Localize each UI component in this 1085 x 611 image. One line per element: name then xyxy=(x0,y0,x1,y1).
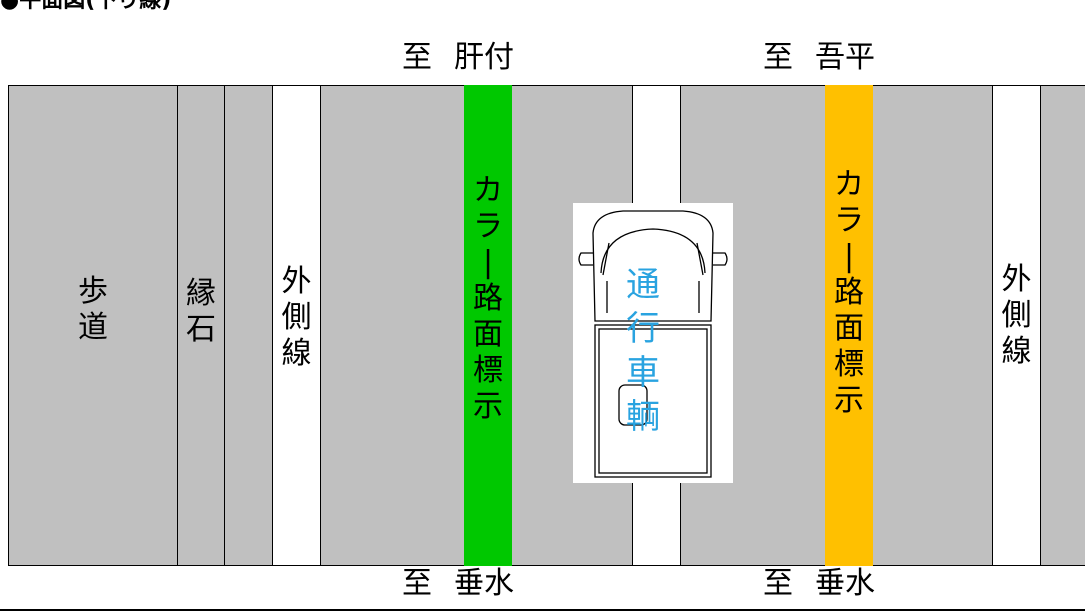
direction-place: 垂水 xyxy=(454,566,514,601)
vehicle-outline-icon xyxy=(578,210,728,478)
direction-prefix: 至 xyxy=(402,40,432,75)
left-edge-line-label: 外側線 xyxy=(281,264,312,371)
curb-gutter-strip xyxy=(224,85,273,566)
bottom-border-line xyxy=(0,609,1085,611)
curb-label: 縁石 xyxy=(186,276,216,347)
direction-place: 垂水 xyxy=(815,566,875,601)
right-shoulder xyxy=(1040,85,1085,566)
direction-place: 肝付 xyxy=(454,40,514,75)
direction-prefix: 至 xyxy=(402,566,432,601)
direction-place: 吾平 xyxy=(815,40,875,75)
lane-left xyxy=(320,85,465,566)
road-plan: 歩道 縁石 外側線 カラ|路面標示 カラ|路面標示 外側線 xyxy=(8,85,1085,566)
vehicle-label: 通行車輌 xyxy=(626,265,660,437)
lane-right-inner xyxy=(873,85,993,566)
direction-top-left: 至肝付 xyxy=(402,40,514,76)
left-edge-line: 外側線 xyxy=(272,85,321,566)
orange-color-marking: カラ|路面標示 xyxy=(825,85,873,566)
diagram-title: ●平面図(下り線) xyxy=(0,0,172,13)
green-marking-label: カラ|路面標示 xyxy=(473,173,503,424)
vehicle: 通行車輌 xyxy=(573,203,733,483)
right-edge-line: 外側線 xyxy=(992,85,1041,566)
direction-prefix: 至 xyxy=(763,566,793,601)
green-color-marking: カラ|路面標示 xyxy=(464,85,512,566)
direction-bottom-right: 至垂水 xyxy=(763,566,875,602)
sidewalk-label: 歩道 xyxy=(78,274,108,345)
sidewalk-strip: 歩道 xyxy=(8,85,178,566)
orange-marking-label: カラ|路面標示 xyxy=(834,167,864,418)
right-edge-line-label: 外側線 xyxy=(1001,262,1032,369)
direction-bottom-left: 至垂水 xyxy=(402,566,514,602)
curb-strip: 縁石 xyxy=(177,85,225,566)
direction-top-right: 至吾平 xyxy=(763,40,875,76)
direction-prefix: 至 xyxy=(763,40,793,75)
